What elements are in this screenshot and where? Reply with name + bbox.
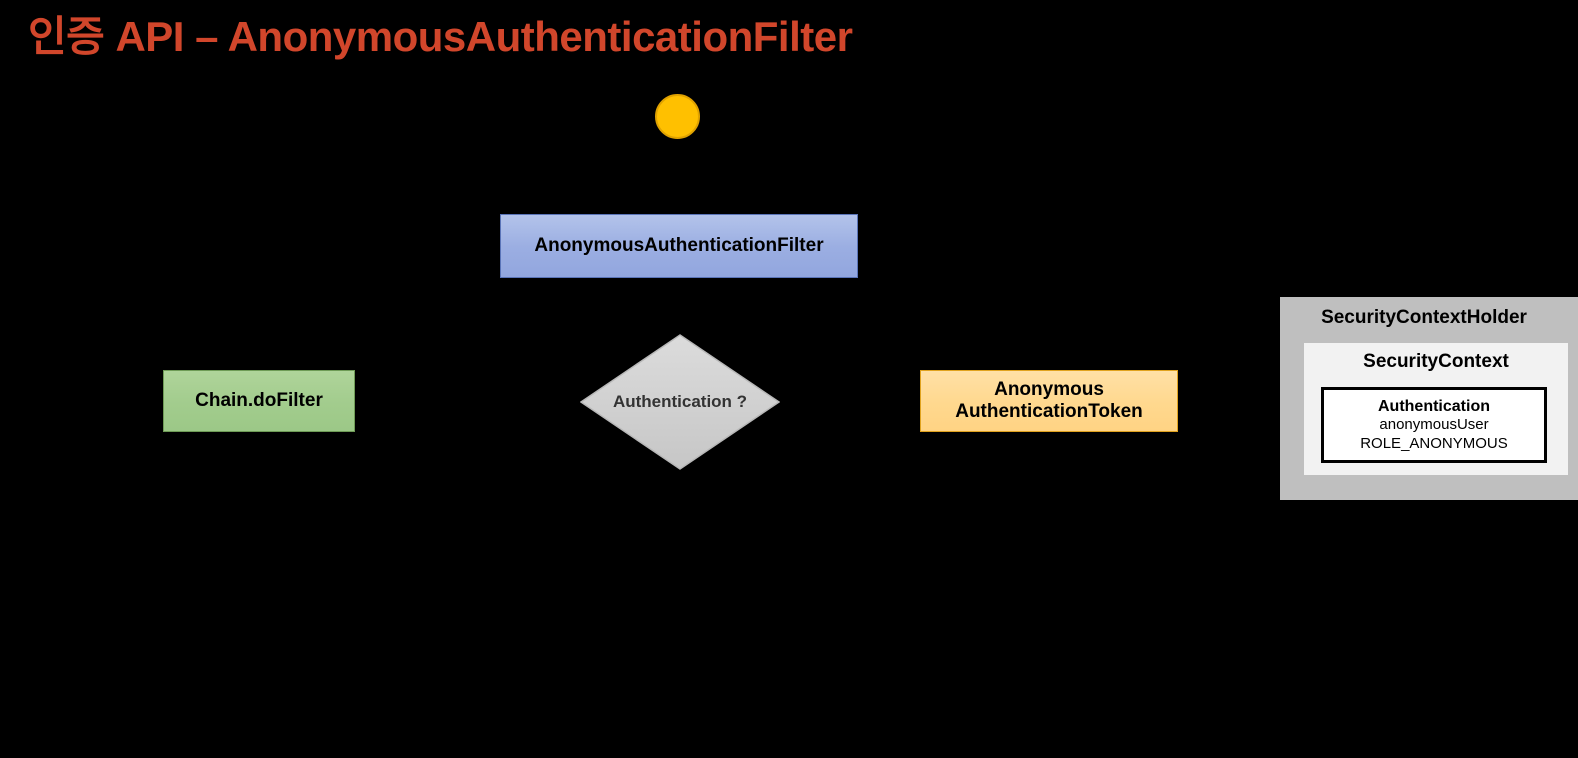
node-anonymous-authentication-token-label-line1: Anonymous xyxy=(994,378,1104,400)
security-context-panel[interactable]: SecurityContext Authentication anonymous… xyxy=(1304,343,1568,475)
diamond-shape-icon xyxy=(580,334,780,470)
security-context-holder-title: SecurityContextHolder xyxy=(1321,307,1527,328)
security-context-holder-panel[interactable]: SecurityContextHolder SecurityContext Au… xyxy=(1280,297,1578,500)
node-authentication-decision-label: Authentication ? xyxy=(612,392,748,411)
authentication-title: Authentication xyxy=(1378,397,1490,415)
authentication-authority: ROLE_ANONYMOUS xyxy=(1360,434,1508,452)
node-chain-dofilter-label: Chain.doFilter xyxy=(195,389,323,411)
node-anonymous-authentication-filter-label: AnonymousAuthenticationFilter xyxy=(534,234,824,256)
node-anonymous-authentication-filter[interactable]: AnonymousAuthenticationFilter xyxy=(500,214,858,278)
start-node-circle[interactable] xyxy=(655,94,700,139)
node-anonymous-authentication-token[interactable]: Anonymous AuthenticationToken xyxy=(920,370,1178,432)
node-anonymous-authentication-token-label-line2: AuthenticationToken xyxy=(955,401,1143,422)
security-context-title: SecurityContext xyxy=(1363,351,1509,372)
authentication-principal: anonymousUser xyxy=(1379,416,1489,434)
page-title: 인증 API – AnonymousAuthenticationFilter xyxy=(28,13,853,60)
node-chain-dofilter[interactable]: Chain.doFilter xyxy=(163,370,355,432)
node-authentication-decision[interactable]: Authentication ? xyxy=(580,334,780,470)
authentication-box[interactable]: Authentication anonymousUser ROLE_ANONYM… xyxy=(1321,387,1547,463)
